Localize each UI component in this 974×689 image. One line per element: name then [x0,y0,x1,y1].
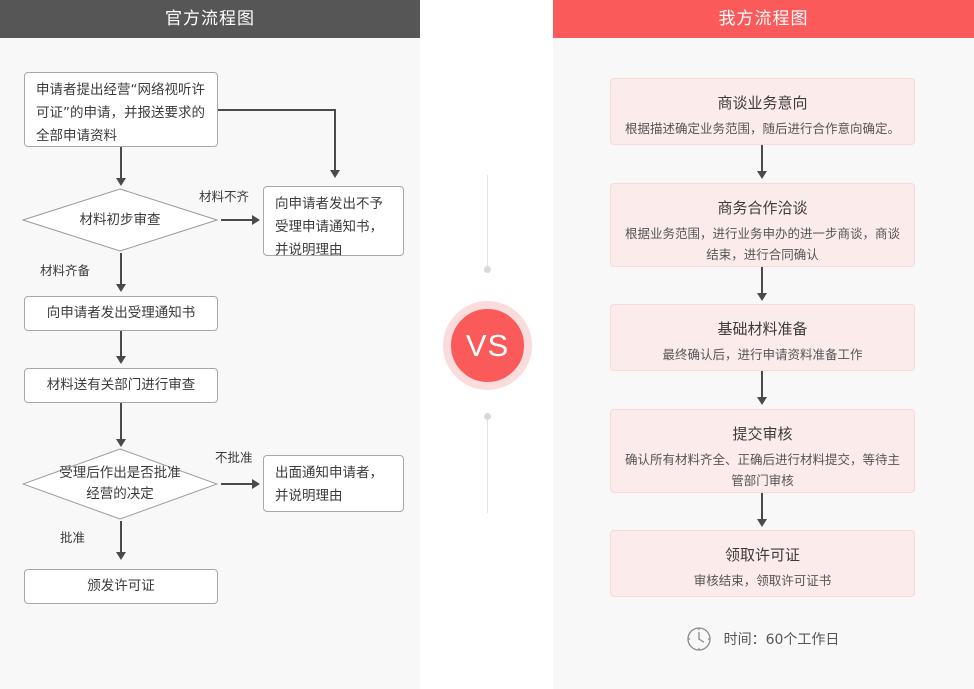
edge-apply-to-reject-v [334,109,336,172]
divider-line-top [487,175,488,268]
edge-decision-to-deny [221,483,254,485]
divider-line-bottom [487,420,488,513]
diamond-shape [22,448,218,520]
node-deny-notice: 出面通知申请者，并说明理由 [263,455,404,512]
divider-dot-top [484,266,491,273]
node-approval-decision: 受理后作出是否批准经营的决定 [22,448,218,520]
arrowhead-3-4 [757,397,767,405]
arrowhead-dept-to-decision [116,439,126,447]
edge-review-to-accept [120,253,122,286]
edge-label-not-approved: 不批准 [215,450,253,465]
node-dept-review: 材料送有关部门进行审查 [24,368,218,403]
step-card-2-desc: 根据业务范围，进行业务申办的进一步商谈，商谈结束，进行合同确认 [625,226,901,262]
step-card-3-title: 基础材料准备 [717,320,808,338]
node-apply: 申请者提出经营“网络视听许可证”的申请，并报送要求的全部申请资料 [24,72,218,147]
vs-badge: VS [443,301,532,390]
step-card-3-desc: 最终确认后，进行申请资料准备工作 [662,347,863,362]
step-card-2-title: 商务合作洽谈 [717,199,808,217]
edge-apply-to-reject-h [218,109,336,111]
node-issue-license: 颁发许可证 [24,569,218,604]
node-dept-review-label: 材料送有关部门进行审查 [46,377,196,393]
edge-accept-to-dept [120,331,122,358]
arrowhead-2-3 [757,293,767,301]
node-accept-notice: 向申请者发出受理通知书 [24,296,218,331]
connector-2-3 [761,267,763,295]
connector-4-5 [761,493,763,521]
step-card-1: 商谈业务意向 根据描述确定业务范围，随后进行合作意向确定。 [610,78,915,145]
edge-decision-to-issue [120,521,122,554]
step-card-5-desc: 审核结束，领取许可证书 [693,573,832,588]
step-card-1-title: 商谈业务意向 [717,94,808,112]
arrowhead-review-to-accept [116,284,126,292]
step-card-4-desc: 确认所有材料齐全、正确后进行材料提交，等待主管部门审核 [625,452,901,488]
diamond-shape [22,188,218,252]
edge-label-approved: 批准 [60,530,86,545]
clock-icon [686,627,711,651]
step-card-4-title: 提交审核 [732,425,793,443]
node-deny-notice-label: 出面通知申请者，并说明理由 [275,465,383,504]
node-reject-notice: 向申请者发出不予受理申请通知书，并说明理由 [263,186,404,258]
arrowhead-review-to-reject [252,215,260,225]
arrowhead-apply-to-reject [330,170,340,178]
arrowhead-apply-to-review [116,178,126,186]
node-reject-notice-label: 向申请者发出不予受理申请通知书，并说明理由 [275,196,383,258]
edge-apply-to-review [120,147,122,180]
node-material-review: 材料初步审查 [22,188,218,252]
arrowhead-decision-to-issue [116,552,126,560]
edge-review-to-reject [221,219,254,221]
step-card-5: 领取许可证 审核结束，领取许可证书 [610,530,915,597]
node-approval-decision-label: 受理后作出是否批准经营的决定 [59,465,181,502]
arrowhead-4-5 [757,519,767,527]
our-panel-header: 我方流程图 [553,0,974,38]
node-material-review-label: 材料初步审查 [79,211,161,228]
vs-label: VS [465,327,510,363]
arrowhead-1-2 [757,171,767,179]
connector-3-4 [761,371,763,399]
arrowhead-decision-to-deny [252,479,260,489]
connector-1-2 [761,145,763,173]
node-apply-label: 申请者提出经营“网络视听许可证”的申请，并报送要求的全部申请资料 [36,82,205,144]
step-card-1-desc: 根据描述确定业务范围，随后进行合作意向确定。 [625,121,901,136]
step-card-4: 提交审核 确认所有材料齐全、正确后进行材料提交，等待主管部门审核 [610,409,915,493]
step-card-5-title: 领取许可证 [724,546,800,564]
divider-dot-bottom [484,413,491,420]
step-card-2: 商务合作洽谈 根据业务范围，进行业务申办的进一步商谈，商谈结束，进行合同确认 [610,183,915,267]
edge-dept-to-decision [120,403,122,441]
duration-row: 时间：60个工作日 [610,622,915,656]
step-card-3: 基础材料准备 最终确认后，进行申请资料准备工作 [610,304,915,371]
edge-label-complete: 材料齐备 [40,263,91,278]
official-panel-header: 官方流程图 [0,0,420,38]
node-accept-notice-label: 向申请者发出受理通知书 [46,305,196,321]
duration-text: 时间：60个工作日 [723,632,840,648]
node-issue-license-label: 颁发许可证 [87,578,155,594]
edge-label-incomplete: 材料不齐 [199,189,250,204]
arrowhead-accept-to-dept [116,356,126,364]
